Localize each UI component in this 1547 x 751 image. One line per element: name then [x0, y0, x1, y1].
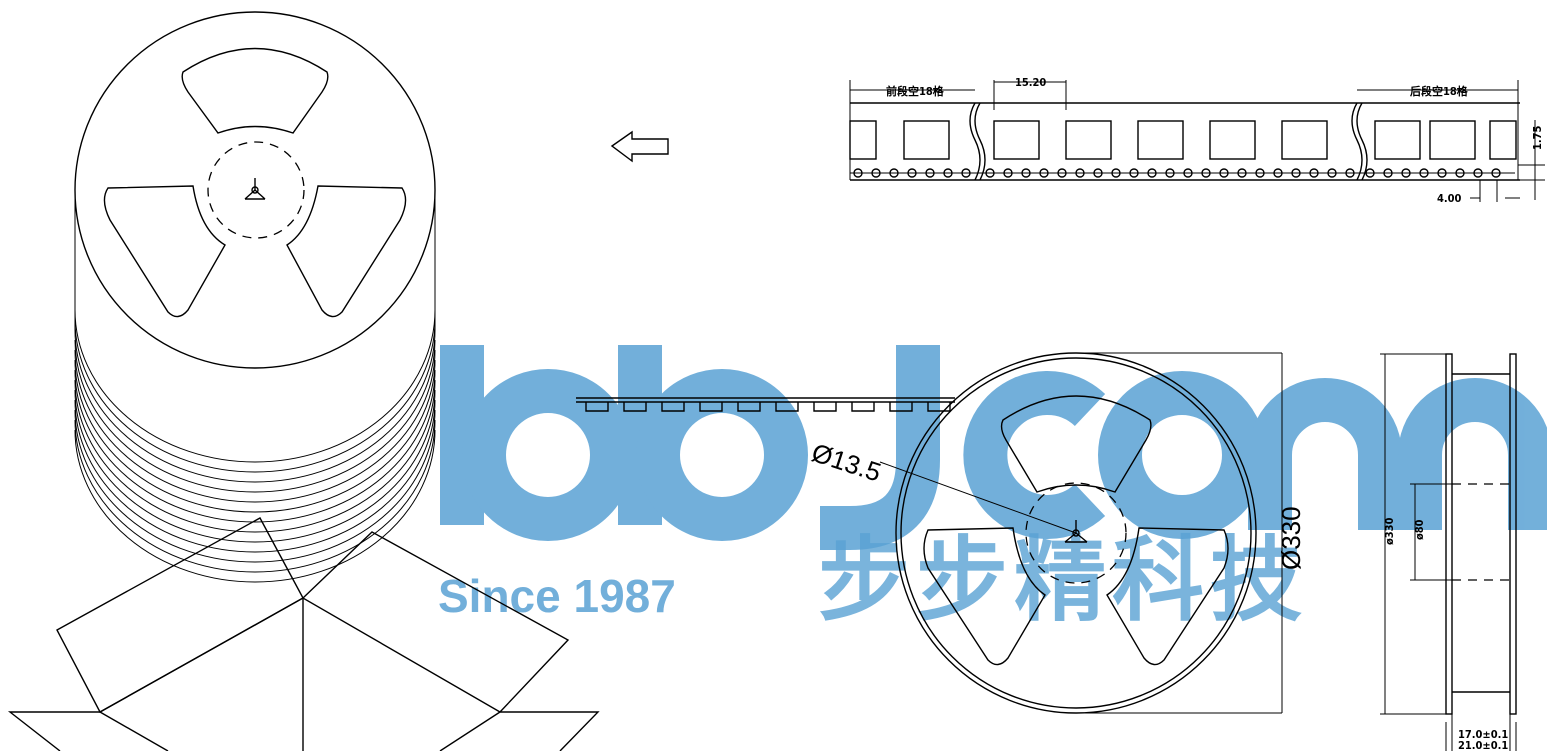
outer-diameter-dimension: Ø330	[1276, 506, 1306, 570]
inner-width-dimension: 17.0±0.1	[1458, 728, 1508, 741]
open-carton-box	[7, 517, 600, 751]
watermark: Since 1987 步步精科技	[438, 345, 1547, 632]
watermark-logo	[440, 345, 1547, 550]
strip-pocket	[927, 402, 951, 412]
strip-pocket	[699, 402, 723, 412]
side-outer-diameter: ø330	[1383, 517, 1396, 545]
watermark-since: Since 1987	[438, 570, 676, 622]
reel-window	[1106, 527, 1229, 666]
rear-empty-label: 后段空18格	[1410, 84, 1469, 98]
edge-offset-dimension: 1.75	[1531, 125, 1544, 150]
stacked-reel	[74, 11, 436, 583]
reel-window	[286, 185, 407, 318]
strip-pocket	[661, 402, 685, 412]
tape-strip-side	[576, 397, 955, 412]
reel-window	[1000, 395, 1152, 493]
reel-window	[923, 527, 1046, 666]
strip-pocket	[585, 402, 609, 412]
outer-width-dimension: 21.0±0.1	[1458, 739, 1508, 751]
watermark-company-cn: 步步精科技	[818, 530, 1308, 632]
tape-pockets	[849, 120, 1517, 160]
reel-window	[181, 47, 329, 134]
reel-center-icon	[244, 178, 266, 200]
hole-pitch-dimension: 4.00	[1437, 192, 1462, 205]
strip-pocket	[737, 402, 761, 412]
side-hub-diameter: ø80	[1413, 519, 1426, 540]
hub-diameter-dimension: Ø13.5	[808, 437, 885, 487]
strip-pocket	[889, 402, 913, 412]
reel-hub	[1025, 482, 1127, 584]
reel-window	[103, 185, 226, 318]
pitch-dimension: 15.20	[1015, 76, 1046, 89]
strip-pocket	[623, 402, 647, 412]
hollow-arrow-left-icon	[610, 130, 669, 163]
strip-pocket	[775, 402, 799, 412]
reel-stack-edges	[74, 190, 436, 583]
carrier-tape-diagram: 前段空18格 15.20 后段空18格 1.75 4.00	[849, 76, 1545, 205]
reel-side-view: ø330 ø80 17.0±0.1 21.0±0.1	[1380, 353, 1517, 751]
reel-top-flange	[74, 11, 436, 369]
reel-hub	[207, 141, 305, 239]
strip-pocket	[851, 402, 875, 412]
reel-center-icon	[1064, 520, 1088, 543]
front-empty-label: 前段空18格	[886, 84, 945, 98]
strip-pocket	[813, 402, 837, 412]
